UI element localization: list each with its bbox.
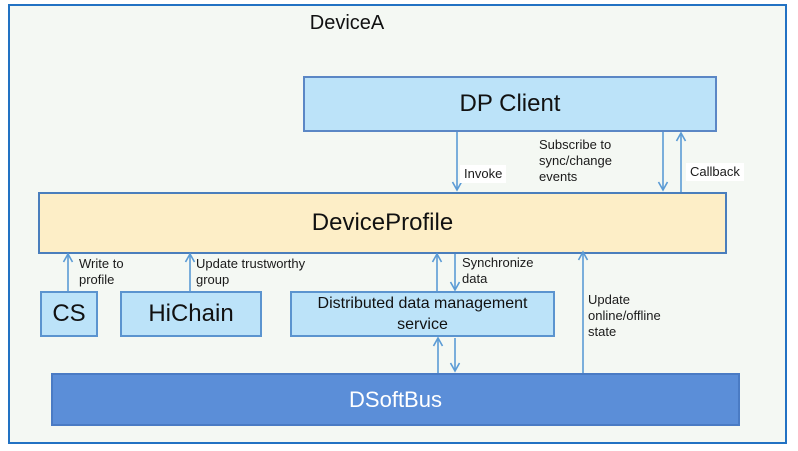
box-dp-client: DP Client xyxy=(303,76,717,132)
ddms-label: Distributed data management service xyxy=(317,295,528,333)
hichain-label: HiChain xyxy=(148,300,234,327)
cs-label: CS xyxy=(52,300,86,327)
box-device-profile: DeviceProfile xyxy=(38,192,727,254)
device-profile-label: DeviceProfile xyxy=(311,209,454,236)
diagram-title: DeviceA xyxy=(309,12,385,34)
dsoftbus-label: DSoftBus xyxy=(349,386,442,412)
invoke-label: Invoke xyxy=(460,165,507,183)
box-distributed-data-management-service: Distributed data management service xyxy=(290,291,555,337)
write-to-profile-label: Write to profile xyxy=(79,256,124,287)
callback-label: Callback xyxy=(686,163,744,181)
subscribe-label: Subscribe to sync/change events xyxy=(539,137,612,184)
update-online-offline-state-label: Update online/offline state xyxy=(588,292,661,339)
update-trustworthy-group-label: Update trustworthy group xyxy=(196,256,306,287)
dp-client-label: DP Client xyxy=(459,90,561,117)
synchronize-data-label: Synchronize data xyxy=(462,255,534,286)
box-cs: CS xyxy=(40,291,98,337)
box-dsoftbus: DSoftBus xyxy=(51,373,740,426)
box-hichain: HiChain xyxy=(120,291,262,337)
